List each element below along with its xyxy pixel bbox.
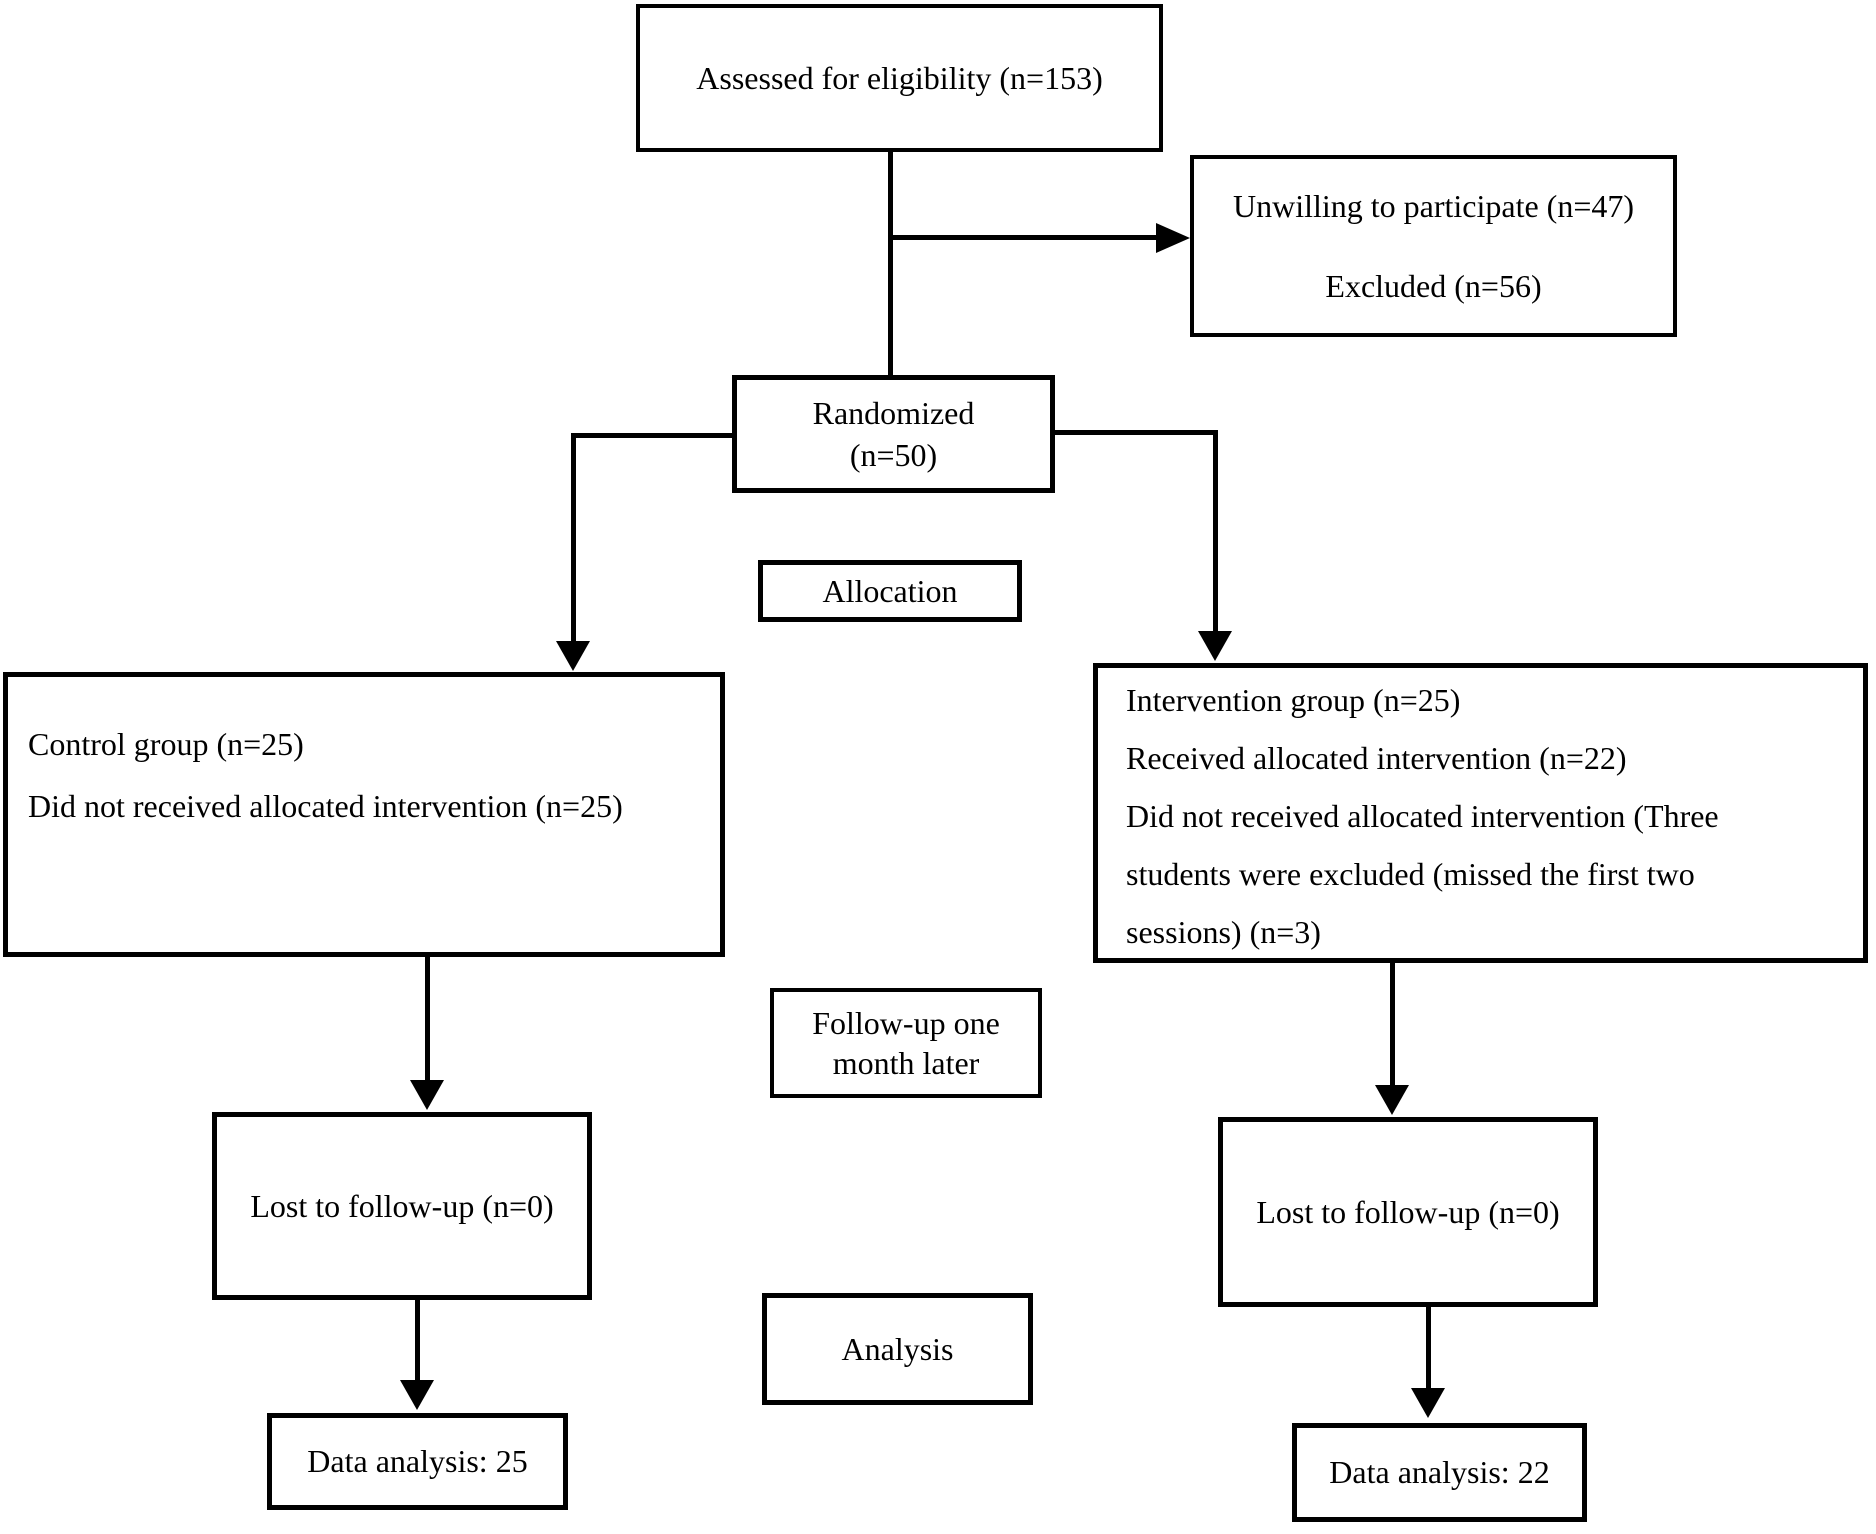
connector-randomized-to-control-vertical xyxy=(571,433,576,643)
connector-to-excluded-line xyxy=(890,235,1158,240)
lost-followup-intervention-box: Lost to follow-up (n=0) xyxy=(1218,1117,1598,1307)
arrowhead-control-to-lost xyxy=(410,1080,444,1110)
connector-lost-to-data-intervention xyxy=(1426,1307,1431,1390)
randomized-box: Randomized (n=50) xyxy=(732,375,1055,493)
analysis-text: Analysis xyxy=(841,1330,954,1367)
connector-control-to-lost xyxy=(425,957,430,1082)
lost-followup-control-box: Lost to follow-up (n=0) xyxy=(212,1112,592,1300)
excluded-text-line2: Excluded (n=56) xyxy=(1325,268,1542,304)
assessed-text: Assessed for eligibility (n=153) xyxy=(696,59,1103,96)
control-text-line1: Control group (n=25) xyxy=(28,726,304,762)
excluded-box: Unwilling to participate (n=47) Excluded… xyxy=(1190,155,1677,337)
followup-label-box: Follow-up one month later xyxy=(770,988,1042,1098)
connector-randomized-to-intervention-vertical xyxy=(1213,430,1218,633)
intervention-text-line2: Received allocated intervention (n=22) xyxy=(1126,740,1627,776)
randomized-text-line1: Randomized xyxy=(812,395,975,431)
control-group-box: Control group (n=25) Did not received al… xyxy=(3,672,725,957)
connector-assessed-to-randomized xyxy=(888,152,893,375)
arrowhead-intervention-to-lost xyxy=(1375,1085,1409,1115)
arrowhead-to-control xyxy=(556,641,590,671)
followup-text-line1: Follow-up one xyxy=(812,1005,1000,1041)
connector-randomized-to-control-horizontal xyxy=(571,433,732,438)
intervention-group-box: Intervention group (n=25) Received alloc… xyxy=(1093,663,1868,963)
intervention-text-line3: Did not received allocated intervention … xyxy=(1126,798,1719,834)
arrowhead-to-intervention xyxy=(1198,631,1232,661)
intervention-text-line5: sessions) (n=3) xyxy=(1126,914,1321,950)
assessed-box: Assessed for eligibility (n=153) xyxy=(636,4,1163,152)
allocation-text: Allocation xyxy=(822,572,958,609)
excluded-text-line1: Unwilling to participate (n=47) xyxy=(1232,188,1635,224)
arrowhead-to-excluded xyxy=(1156,223,1190,253)
data-analysis-control-box: Data analysis: 25 xyxy=(267,1413,568,1510)
data-analysis-intervention-box: Data analysis: 22 xyxy=(1292,1423,1587,1522)
randomized-text-line2: (n=50) xyxy=(849,437,938,473)
intervention-text-line4: students were excluded (missed the first… xyxy=(1126,856,1695,892)
data-analysis-intervention-text: Data analysis: 22 xyxy=(1329,1454,1550,1490)
arrowhead-lost-to-data-intervention xyxy=(1411,1388,1445,1418)
analysis-label-box: Analysis xyxy=(762,1293,1033,1405)
arrowhead-lost-to-data-control xyxy=(400,1380,434,1410)
connector-intervention-to-lost xyxy=(1390,963,1395,1087)
allocation-box: Allocation xyxy=(758,560,1022,622)
control-text-line2: Did not received allocated intervention … xyxy=(28,788,623,824)
connector-lost-to-data-control xyxy=(415,1300,420,1382)
lost-followup-intervention-text: Lost to follow-up (n=0) xyxy=(1256,1193,1560,1230)
intervention-text-line1: Intervention group (n=25) xyxy=(1126,682,1461,718)
followup-text-line2: month later xyxy=(832,1045,980,1081)
data-analysis-control-text: Data analysis: 25 xyxy=(307,1443,528,1479)
connector-randomized-to-intervention-horizontal xyxy=(1055,430,1218,435)
lost-followup-control-text: Lost to follow-up (n=0) xyxy=(250,1187,554,1224)
